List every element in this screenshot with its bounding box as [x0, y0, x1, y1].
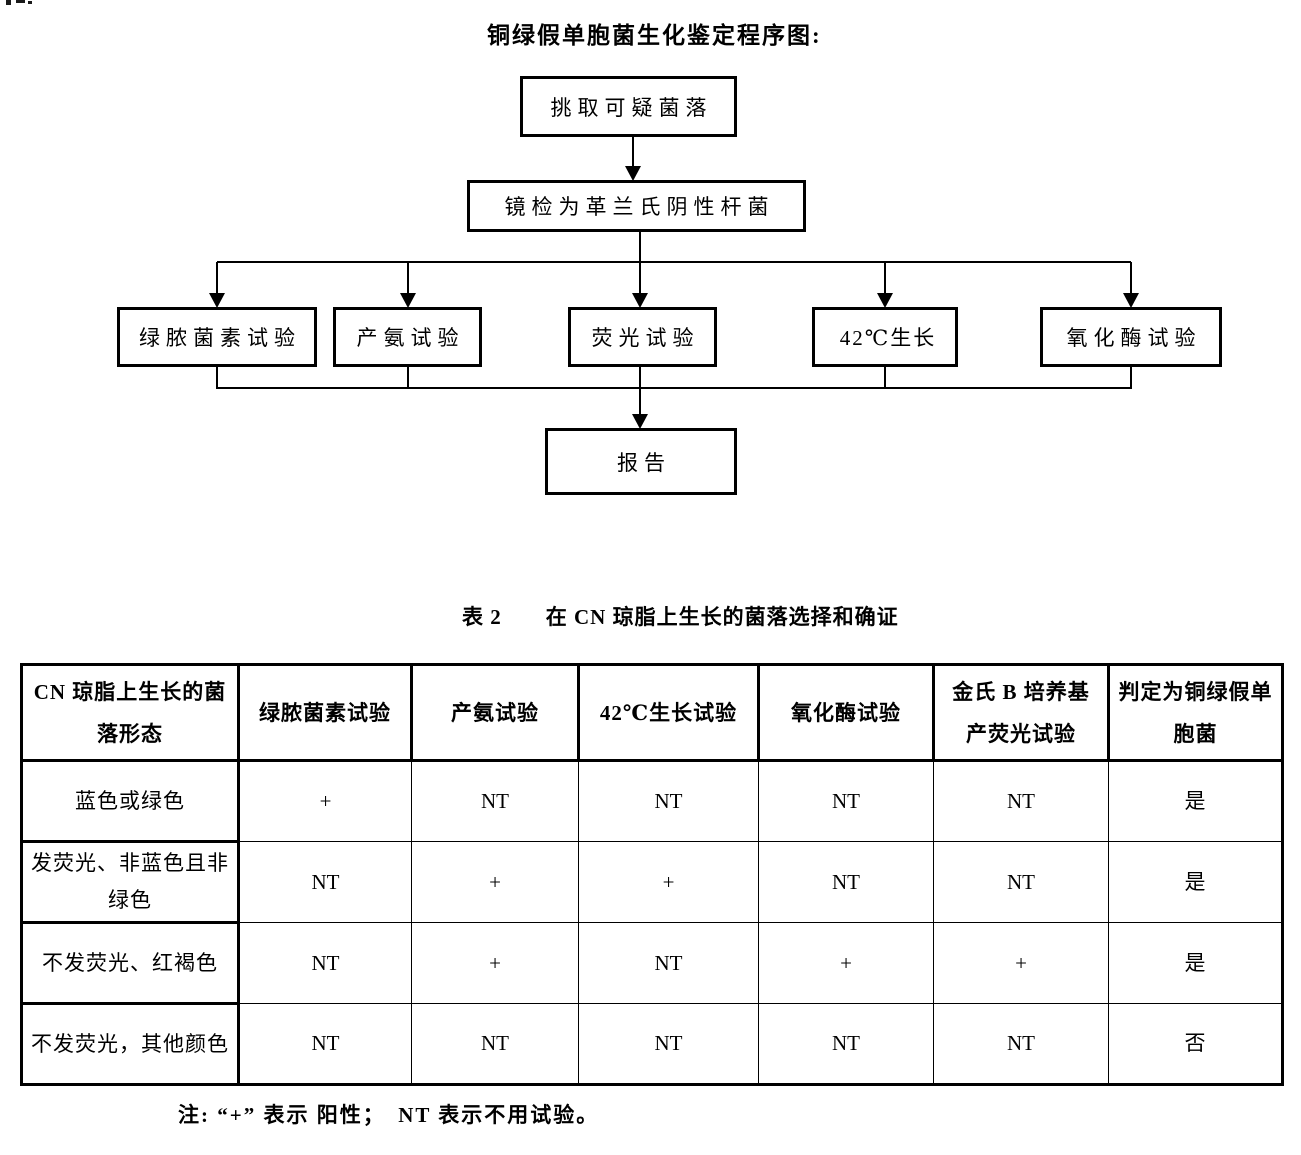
flow-node-report: 报告 [545, 428, 737, 495]
cell-value: NT [411, 760, 579, 842]
cell-value: + [411, 841, 579, 923]
cell-value: 是 [1108, 760, 1283, 842]
cell-value: NT [238, 922, 412, 1004]
cell-value: + [578, 841, 759, 923]
flow-node-oxidase-test: 氧化酶试验 [1040, 307, 1222, 367]
col-header-pyocyanin-test: 绿脓菌素试验 [237, 663, 413, 762]
cell-value: NT [578, 760, 759, 842]
flow-node-label: 荧光试验 [591, 326, 700, 350]
flow-node-42c-growth: 42℃生长 [812, 307, 958, 367]
cn-agar-colony-table: CN 琼脂上生长的菌落形态 绿脓菌素试验 产氨试验 42℃生长试验 氧化酶试验 … [20, 663, 1284, 1086]
cell-value: NT [758, 841, 934, 923]
flow-node-pick-colony: 挑取可疑菌落 [520, 76, 737, 137]
col-header-oxidase-test: 氧化酶试验 [757, 663, 935, 762]
cell-value: NT [933, 760, 1109, 842]
cell-value: + [758, 922, 934, 1004]
col-header-kingb-fluorescence: 金氏 B 培养基产荧光试验 [932, 663, 1110, 762]
table-row: 不发荧光，其他颜色 NT NT NT NT NT 否 [20, 1002, 1283, 1086]
table-row: 发荧光、非蓝色且非绿色 NT + + NT NT 是 [20, 840, 1283, 924]
page-edge-text-fragment [4, 0, 38, 6]
flow-node-label: 绿脓菌素试验 [139, 326, 301, 350]
cell-value: 否 [1108, 1003, 1283, 1085]
page-title: 铜绿假单胞菌生化鉴定程序图: [487, 23, 822, 48]
cell-value: + [933, 922, 1109, 1004]
cell-value: NT [758, 760, 934, 842]
cell-value: NT [758, 1003, 934, 1085]
cell-value: NT [933, 841, 1109, 923]
cell-value: NT [238, 841, 412, 923]
flow-node-fluorescence-test: 荧光试验 [568, 307, 717, 367]
cell-value: NT [578, 922, 759, 1004]
flow-node-label: 报告 [617, 450, 671, 475]
cell-value: NT [238, 1003, 412, 1085]
col-header-42c-growth-test: 42℃生长试验 [577, 663, 760, 762]
flow-node-label: 42℃生长 [839, 326, 937, 350]
row-label: 不发荧光、红褐色 [20, 921, 240, 1005]
table-caption: 表 2 在 CN 琼脂上生长的菌落选择和确证 [462, 605, 899, 629]
row-label: 蓝色或绿色 [20, 759, 240, 843]
cell-value: 是 [1108, 922, 1283, 1004]
col-header-judged-aeruginosa: 判定为铜绿假单胞菌 [1107, 663, 1284, 762]
table-header-row: CN 琼脂上生长的菌落形态 绿脓菌素试验 产氨试验 42℃生长试验 氧化酶试验 … [20, 663, 1284, 762]
row-label: 发荧光、非蓝色且非绿色 [20, 840, 240, 924]
flow-node-label: 镜检为革兰氏阴性杆菌 [504, 195, 775, 219]
flow-node-label: 产氨试验 [356, 326, 465, 350]
cell-value: + [238, 760, 412, 842]
flow-node-label: 挑取可疑菌落 [550, 95, 713, 120]
col-header-ammonia-test: 产氨试验 [410, 663, 580, 762]
table-row: 不发荧光、红褐色 NT + NT + + 是 [20, 921, 1283, 1005]
cell-value: 是 [1108, 841, 1283, 923]
cell-value: + [411, 922, 579, 1004]
cell-value: NT [933, 1003, 1109, 1085]
cell-value: NT [578, 1003, 759, 1085]
flow-node-ammonia-test: 产氨试验 [333, 307, 482, 367]
row-label: 不发荧光，其他颜色 [20, 1002, 240, 1086]
flow-node-pyocyanin-test: 绿脓菌素试验 [117, 307, 317, 367]
flow-node-label: 氧化酶试验 [1066, 326, 1202, 350]
flow-node-gram-negative-rod: 镜检为革兰氏阴性杆菌 [467, 180, 806, 232]
table-footnote: 注: “+” 表示 阳性； NT 表示不用试验。 [178, 1103, 600, 1127]
table-row: 蓝色或绿色 + NT NT NT NT 是 [20, 759, 1283, 843]
col-header-colony-morphology: CN 琼脂上生长的菌落形态 [20, 663, 240, 762]
cell-value: NT [411, 1003, 579, 1085]
